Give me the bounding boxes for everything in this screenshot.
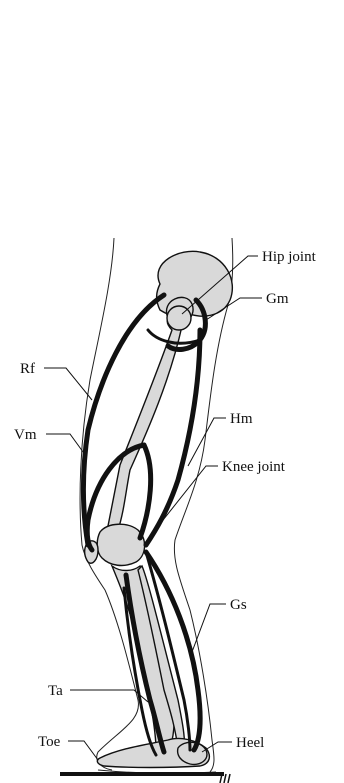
muscles	[84, 295, 206, 755]
label-vm: Vm	[14, 427, 37, 443]
vm-leader	[46, 434, 86, 456]
vastus-inner	[140, 445, 151, 538]
hatch-3	[228, 774, 230, 783]
label-hm: Hm	[230, 411, 253, 427]
ta-leader	[70, 690, 148, 702]
toe-leader	[68, 741, 98, 760]
label-toe: Toe	[38, 734, 61, 750]
label-rf: Rf	[20, 361, 35, 377]
label-knee-joint: Knee joint	[222, 459, 286, 475]
label-hip-joint: Hip joint	[262, 249, 317, 265]
label-gs: Gs	[230, 597, 247, 613]
ground	[60, 774, 230, 783]
knee-condyles	[97, 524, 144, 565]
label-gm: Gm	[266, 291, 289, 307]
gs-leader	[192, 604, 226, 652]
label-heel: Heel	[236, 735, 264, 751]
hatch-2	[224, 774, 226, 783]
label-ta: Ta	[48, 683, 63, 699]
rf-leader	[44, 368, 92, 400]
